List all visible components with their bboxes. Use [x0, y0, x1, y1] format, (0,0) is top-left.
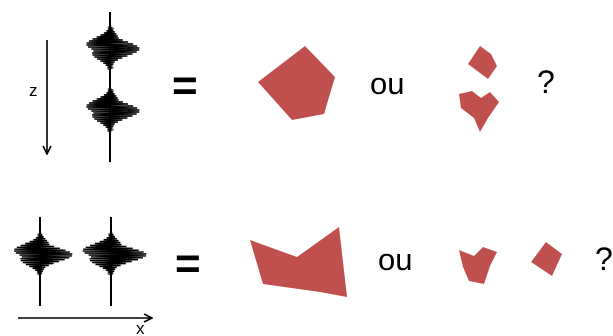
- wavelet-upper: [86, 25, 140, 71]
- wavelet-right: [82, 232, 147, 276]
- split-shape-left: [459, 247, 497, 284]
- merged-shape: [250, 227, 347, 297]
- x-axis-label: x: [136, 319, 145, 336]
- single-shape-pentagon: [258, 46, 335, 120]
- wavelet-wiggle: [13, 232, 73, 276]
- wavelet-wiggle: [86, 87, 140, 133]
- question-mark-1: ?: [537, 64, 555, 100]
- split-shape-lower: [459, 91, 499, 132]
- split-shape-right: [531, 242, 562, 276]
- wavelet-lower: [86, 87, 140, 133]
- wavelet-left: [13, 232, 73, 276]
- question-mark-2: ?: [595, 241, 613, 277]
- split-shape-upper: [468, 46, 497, 79]
- z-axis-label: z: [29, 81, 38, 100]
- row-2: x = ou ?: [13, 217, 613, 336]
- wavelet-wiggle: [82, 232, 147, 276]
- wavelet-wiggle: [86, 25, 140, 71]
- connector-ou-1: ou: [370, 66, 404, 101]
- equals-sign-1: =: [172, 61, 198, 110]
- row-1: z = ou ?: [29, 12, 555, 162]
- connector-ou-2: ou: [378, 242, 412, 277]
- equals-sign-2: =: [175, 239, 201, 288]
